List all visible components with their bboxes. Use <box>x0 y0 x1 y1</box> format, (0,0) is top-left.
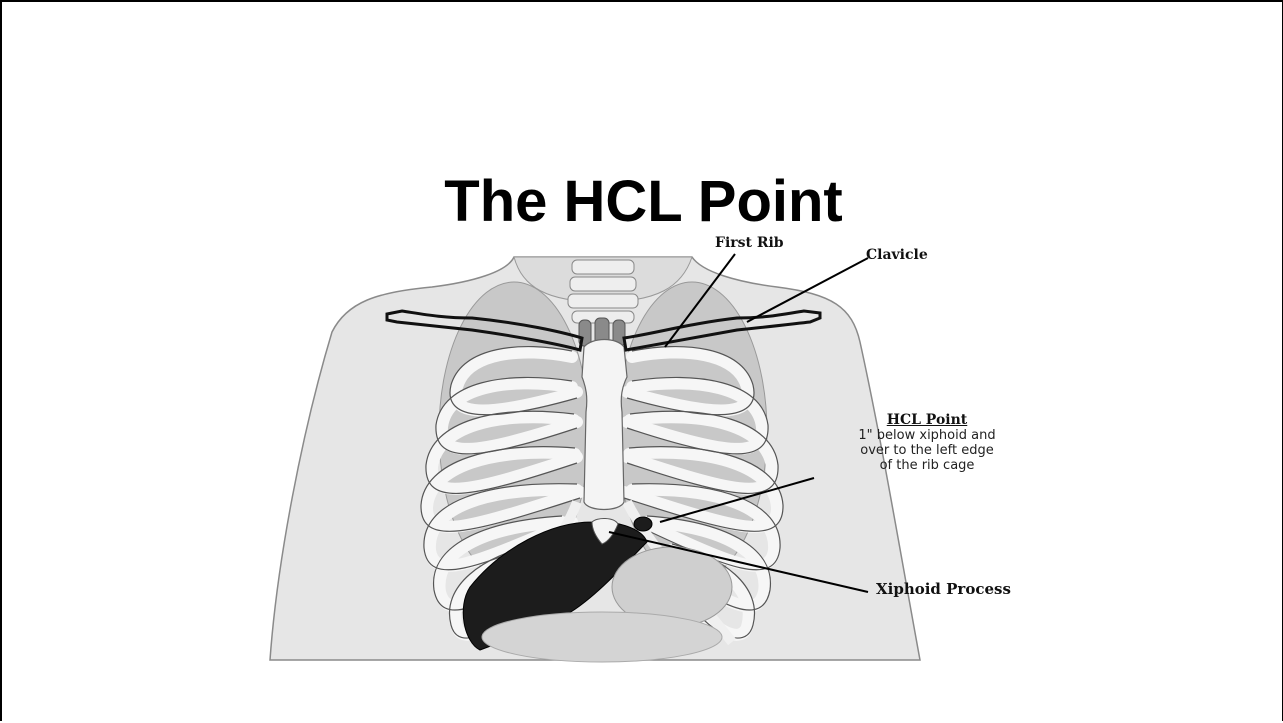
hcl-point-callout: HCL Point 1" below xiphoid and over to t… <box>817 412 1037 473</box>
hcl-desc-line1: 1" below xiphoid and <box>817 428 1037 443</box>
xiphoid-process-label: Xiphoid Process <box>876 580 1011 598</box>
hcl-point-title: HCL Point <box>817 412 1037 428</box>
hcl-point-marker <box>634 517 652 531</box>
cervical-spine <box>568 260 638 323</box>
slide-title: The HCL Point <box>2 168 1283 235</box>
clavicle-label: Clavicle <box>866 247 928 263</box>
sternum <box>582 340 627 510</box>
abdomen-organs <box>482 612 722 662</box>
hcl-desc-line2: over to the left edge <box>817 443 1037 458</box>
first-rib-label: First Rib <box>715 235 784 251</box>
hcl-desc-line3: of the rib cage <box>817 458 1037 473</box>
